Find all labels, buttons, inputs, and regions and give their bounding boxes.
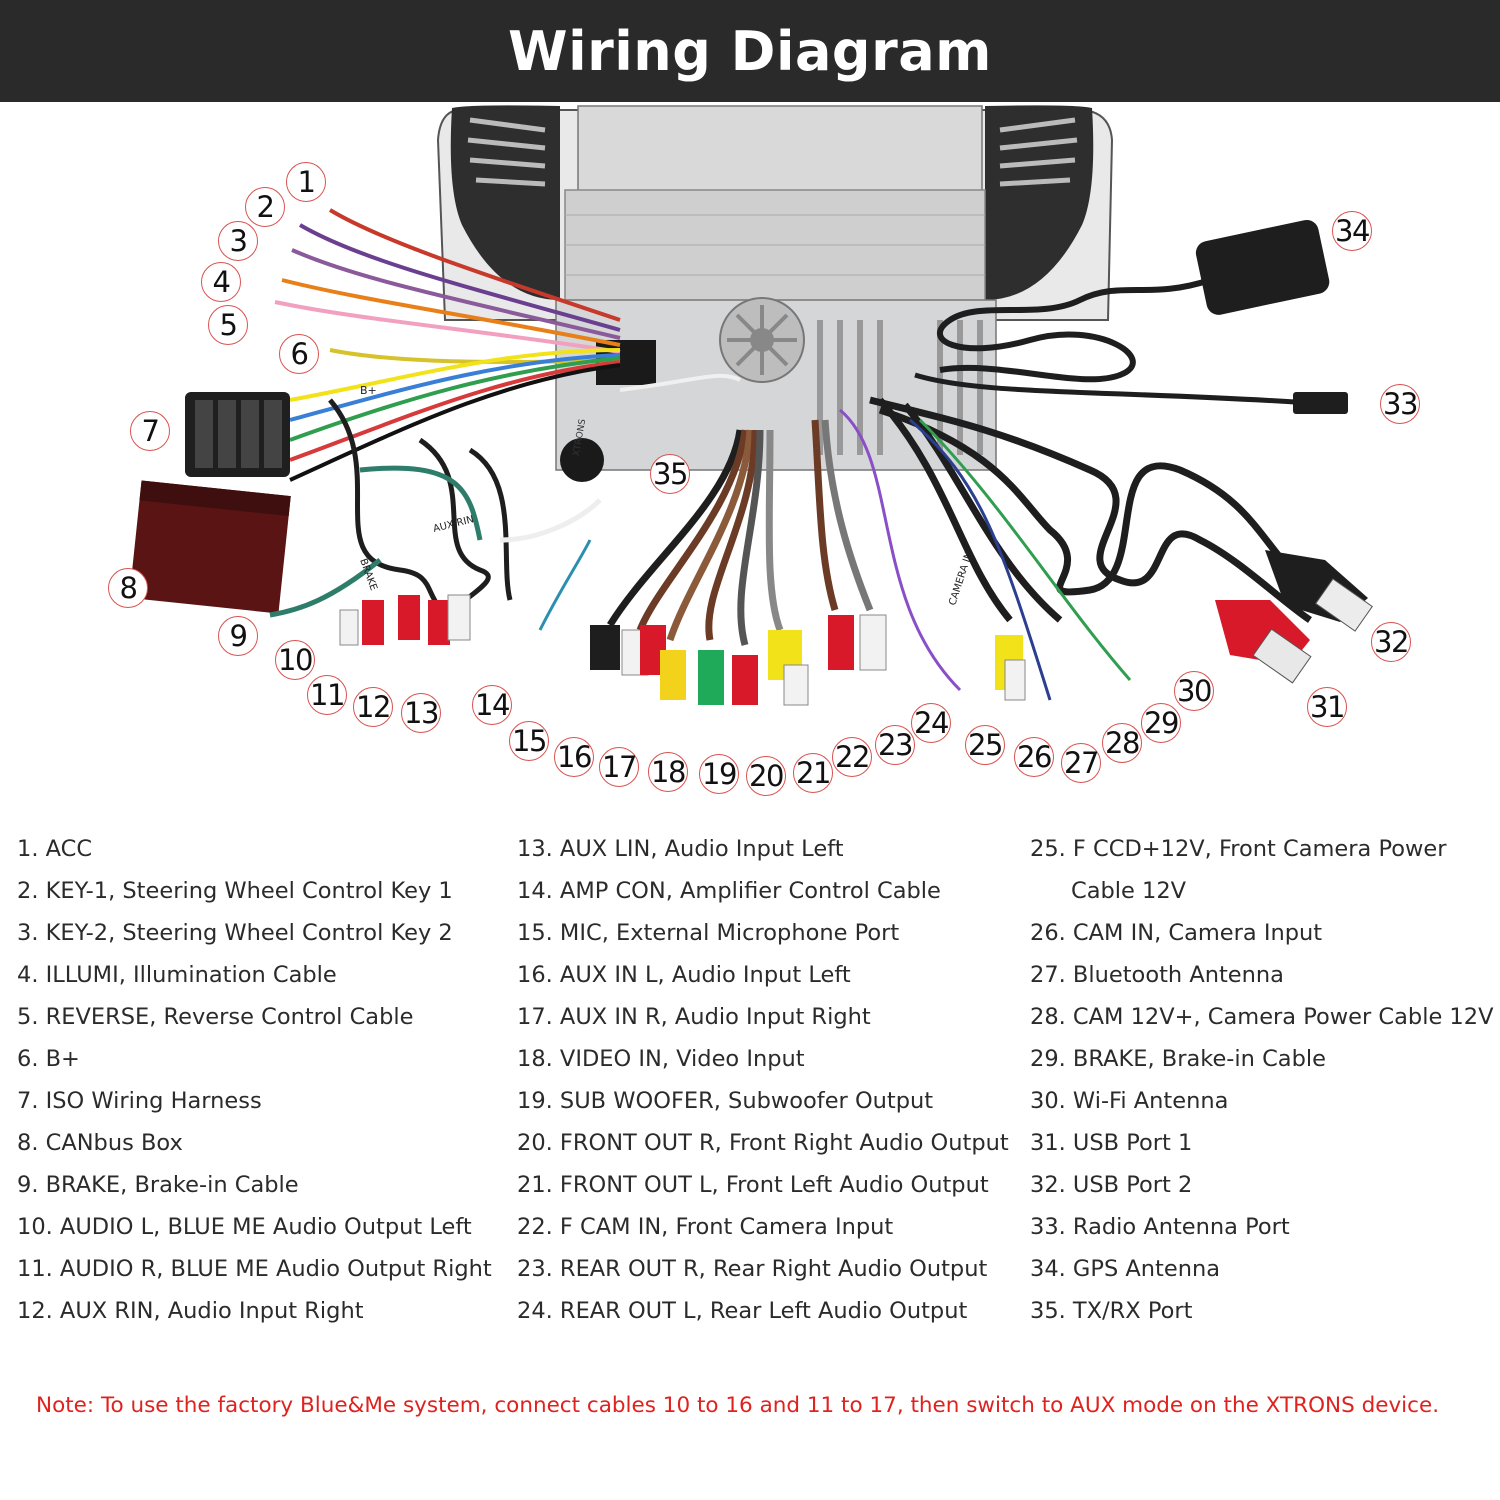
callout-35: 35 bbox=[650, 454, 690, 494]
legend-item: 34. GPS Antenna bbox=[1030, 1256, 1220, 1282]
callout-32: 32 bbox=[1371, 622, 1411, 662]
rca-plugs-center bbox=[590, 614, 1026, 706]
callout-2: 2 bbox=[245, 187, 285, 227]
legend-item: 3. KEY-2, Steering Wheel Control Key 2 bbox=[17, 920, 453, 946]
callout-4: 4 bbox=[201, 262, 241, 302]
legend-item: 25. F CCD+12V, Front Camera Power Cable … bbox=[1030, 836, 1447, 904]
head-unit-photo: XTRONS bbox=[129, 105, 1373, 706]
callout-15: 15 bbox=[509, 721, 549, 761]
callout-6: 6 bbox=[279, 334, 319, 374]
legend-item: 12. AUX RIN, Audio Input Right bbox=[17, 1298, 364, 1324]
legend-item: 24. REAR OUT L, Rear Left Audio Output bbox=[517, 1298, 968, 1324]
title-bar: Wiring Diagram bbox=[0, 0, 1500, 102]
callout-13: 13 bbox=[401, 693, 441, 733]
callout-18: 18 bbox=[648, 752, 688, 792]
callout-34: 34 bbox=[1332, 211, 1372, 251]
callout-11: 11 bbox=[307, 675, 347, 715]
rca-plugs-left bbox=[339, 594, 471, 646]
radio-antenna-cable bbox=[914, 372, 1348, 414]
callout-1: 1 bbox=[286, 162, 326, 202]
gps-antenna bbox=[937, 219, 1330, 383]
legend-item: 18. VIDEO IN, Video Input bbox=[517, 1046, 805, 1072]
legend-item: 13. AUX LIN, Audio Input Left bbox=[517, 836, 844, 862]
legend-column-1: 1. ACC 2. KEY-1, Steering Wheel Control … bbox=[17, 828, 507, 1332]
callout-12: 12 bbox=[353, 687, 393, 727]
callout-7: 7 bbox=[130, 411, 170, 451]
callout-22: 22 bbox=[832, 737, 872, 777]
callout-17: 17 bbox=[599, 747, 639, 787]
wire-bundle bbox=[274, 208, 741, 482]
canbus-box bbox=[129, 480, 291, 614]
iso-harness bbox=[185, 392, 290, 477]
legend-item: 17. AUX IN R, Audio Input Right bbox=[517, 1004, 871, 1030]
callout-33: 33 bbox=[1380, 384, 1420, 424]
legend-item: 2. KEY-1, Steering Wheel Control Key 1 bbox=[17, 878, 453, 904]
legend-item: 14. AMP CON, Amplifier Control Cable bbox=[517, 878, 941, 904]
callout-31: 31 bbox=[1307, 687, 1347, 727]
legend-item: 22. F CAM IN, Front Camera Input bbox=[517, 1214, 894, 1240]
callout-20: 20 bbox=[746, 756, 786, 796]
left-cables bbox=[269, 398, 602, 631]
legend-item: 16. AUX IN L, Audio Input Left bbox=[517, 962, 851, 988]
legend-item: 11. AUDIO R, BLUE ME Audio Output Right bbox=[17, 1256, 492, 1282]
legend-item: 31. USB Port 1 bbox=[1030, 1130, 1193, 1156]
callout-19: 19 bbox=[699, 754, 739, 794]
callout-30: 30 bbox=[1174, 671, 1214, 711]
legend-item: 30. Wi-Fi Antenna bbox=[1030, 1088, 1229, 1114]
center-cables bbox=[538, 397, 1132, 701]
footer-note: Note: To use the factory Blue&Me system,… bbox=[36, 1393, 1440, 1418]
legend-item: 9. BRAKE, Brake-in Cable bbox=[17, 1172, 299, 1198]
legend-column-3: 25. F CCD+12V, Front Camera Power Cable … bbox=[1030, 828, 1494, 1332]
callout-21: 21 bbox=[793, 753, 833, 793]
callout-26: 26 bbox=[1014, 737, 1054, 777]
callout-8: 8 bbox=[108, 568, 148, 608]
legend-item: 8. CANbus Box bbox=[17, 1130, 183, 1156]
page-title: Wiring Diagram bbox=[508, 19, 992, 83]
camera-in-tag: CAMERA IN bbox=[947, 550, 975, 606]
legend-item: 7. ISO Wiring Harness bbox=[17, 1088, 262, 1114]
legend-item: 19. SUB WOOFER, Subwoofer Output bbox=[517, 1088, 934, 1114]
callout-3: 3 bbox=[218, 221, 258, 261]
legend-item: 6. B+ bbox=[17, 1046, 80, 1072]
callout-23: 23 bbox=[875, 725, 915, 765]
callout-5: 5 bbox=[208, 305, 248, 345]
legend-item: 23. REAR OUT R, Rear Right Audio Output bbox=[517, 1256, 988, 1282]
legend-column-2: 13. AUX LIN, Audio Input Left 14. AMP CO… bbox=[517, 828, 1022, 1332]
legend-item: 32. USB Port 2 bbox=[1030, 1172, 1193, 1198]
legend-item: 33. Radio Antenna Port bbox=[1030, 1214, 1290, 1240]
legend-item: 20. FRONT OUT R, Front Right Audio Outpu… bbox=[517, 1130, 1009, 1156]
legend-item: 26. CAM IN, Camera Input bbox=[1030, 920, 1323, 946]
legend-item: 5. REVERSE, Reverse Control Cable bbox=[17, 1004, 414, 1030]
b-plus-tag: B+ bbox=[360, 384, 377, 397]
callout-25: 25 bbox=[965, 725, 1005, 765]
callout-24: 24 bbox=[911, 703, 951, 743]
legend-item: 27. Bluetooth Antenna bbox=[1030, 962, 1284, 988]
usb-cables bbox=[869, 396, 1373, 684]
callout-16: 16 bbox=[554, 737, 594, 777]
legend-item: 4. ILLUMI, Illumination Cable bbox=[17, 962, 337, 988]
legend-item: 35. TX/RX Port bbox=[1030, 1298, 1193, 1324]
legend-item: 1. ACC bbox=[17, 836, 93, 862]
legend-item: 15. MIC, External Microphone Port bbox=[517, 920, 900, 946]
callout-29: 29 bbox=[1141, 703, 1181, 743]
callout-9: 9 bbox=[218, 616, 258, 656]
legend-item: 21. FRONT OUT L, Front Left Audio Output bbox=[517, 1172, 989, 1198]
callout-10: 10 bbox=[275, 640, 315, 680]
legend-item: 10. AUDIO L, BLUE ME Audio Output Left bbox=[17, 1214, 472, 1240]
callout-28: 28 bbox=[1102, 723, 1142, 763]
callout-14: 14 bbox=[472, 685, 512, 725]
legend-item: 29. BRAKE, Brake-in Cable bbox=[1030, 1046, 1326, 1072]
callout-27: 27 bbox=[1061, 743, 1101, 783]
head-unit: XTRONS bbox=[436, 105, 1114, 482]
legend-item: 28. CAM 12V+, Camera Power Cable 12V bbox=[1030, 1004, 1494, 1030]
